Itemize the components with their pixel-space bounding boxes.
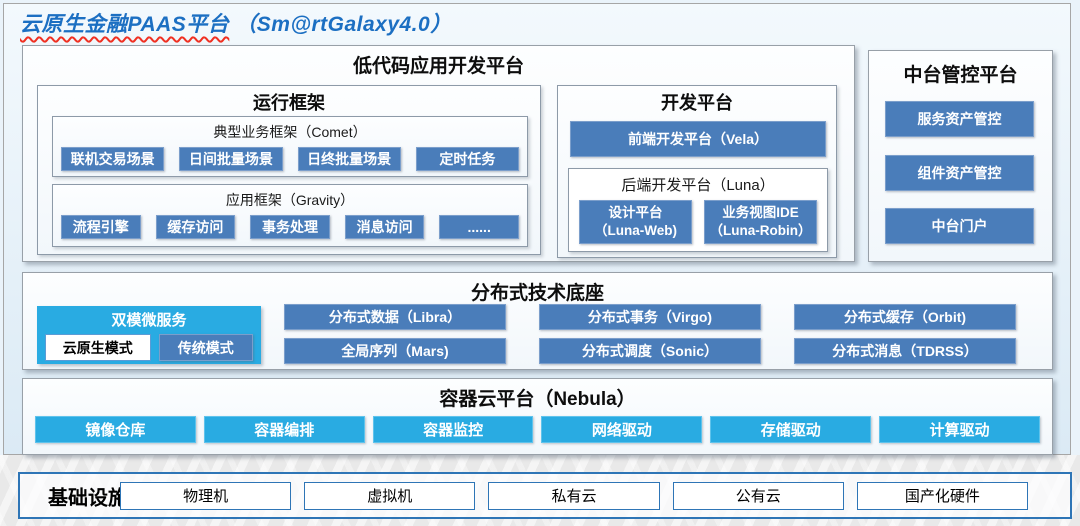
block-private-cloud: 私有云	[488, 481, 660, 510]
luna-robin-line2: （Luna-Robin）	[709, 223, 812, 238]
block-scheduled-task: 定时任务	[415, 147, 519, 171]
dual-mode-row: 云原生模式 传统模式	[37, 330, 261, 361]
block-mid-platform-portal: 中台门户	[885, 208, 1034, 244]
block-component-asset-management: 组件资产管控	[885, 155, 1034, 191]
page-title: 云原生金融PAAS平台（Sm@rtGalaxy4.0）	[20, 8, 452, 38]
runtime-framework-group: 运行框架 典型业务框架（Comet） 联机交易场景 日间批量场景 日终批量场景 …	[37, 85, 541, 255]
dual-mode-title: 双模微服务	[111, 312, 187, 329]
distributed-items-grid: 分布式数据（Libra） 分布式事务（Virgo) 分布式缓存（Orbit) 全…	[284, 304, 1016, 364]
section-infrastructure: 基础设施 物理机 虚拟机 私有云 公有云 国产化硬件	[18, 472, 1072, 519]
block-global-sequence-mars: 全局序列（Mars)	[284, 338, 506, 364]
distributed-base-title: 分布式技术底座	[470, 283, 604, 304]
low-code-platform-title: 低代码应用开发平台	[352, 56, 524, 77]
container-cloud-items-row: 镜像仓库 容器编排 容器监控 网络驱动 存储驱动 计算驱动	[35, 416, 1040, 443]
block-container-monitoring: 容器监控	[372, 416, 534, 443]
block-design-platform-luna-web: 设计平台 （Luna-Web)	[579, 200, 692, 244]
block-end-of-day-batch-scenario: 日终批量场景	[297, 147, 401, 171]
block-process-engine: 流程引擎	[61, 215, 141, 239]
gravity-group-label: 应用框架（Gravity）	[225, 192, 355, 208]
page-title-cn: 云原生金融PAAS平台	[20, 13, 230, 36]
block-container-orchestration: 容器编排	[203, 416, 365, 443]
block-cloud-native-mode: 云原生模式	[45, 334, 151, 361]
block-online-transaction-scenario: 联机交易场景	[61, 147, 165, 171]
block-virtual-machine: 虚拟机	[304, 481, 476, 510]
block-distributed-cache-orbit: 分布式缓存（Orbit)	[794, 304, 1016, 330]
block-intraday-batch-scenario: 日间批量场景	[179, 147, 283, 171]
mid-platform-title: 中台管控平台	[903, 65, 1018, 86]
gravity-items-row: 流程引擎 缓存访问 事务处理 消息访问 ......	[53, 210, 527, 239]
section-low-code-platform: 低代码应用开发平台 运行框架 典型业务框架（Comet） 联机交易场景 日间批量…	[22, 45, 855, 262]
comet-business-framework-group: 典型业务框架（Comet） 联机交易场景 日间批量场景 日终批量场景 定时任务	[52, 116, 528, 177]
section-distributed-tech-base: 分布式技术底座 双模微服务 云原生模式 传统模式 分布式数据（Libra） 分布…	[22, 272, 1053, 370]
block-network-driver: 网络驱动	[541, 416, 703, 443]
comet-group-label: 典型业务框架（Comet）	[213, 124, 367, 140]
runtime-framework-title: 运行框架	[253, 93, 325, 113]
section-mid-platform-management: 中台管控平台 服务资产管控 组件资产管控 中台门户	[868, 50, 1053, 262]
container-cloud-title: 容器云平台（Nebula）	[439, 389, 636, 410]
luna-robin-line1: 业务视图IDE	[722, 205, 799, 221]
dev-platform-group: 开发平台 前端开发平台（Vela） 后端开发平台（Luna） 设计平台 （Lun…	[557, 85, 837, 258]
block-business-view-ide-luna-robin: 业务视图IDE （Luna-Robin）	[704, 200, 817, 244]
block-physical-machine: 物理机	[120, 481, 292, 510]
block-distributed-data-libra: 分布式数据（Libra）	[284, 304, 506, 330]
dual-mode-microservice-group: 双模微服务 云原生模式 传统模式	[37, 306, 261, 364]
page-title-version: （Sm@rtGalaxy4.0）	[235, 13, 452, 36]
luna-group-label: 后端开发平台（Luna）	[621, 177, 775, 194]
gravity-app-framework-group: 应用框架（Gravity） 流程引擎 缓存访问 事务处理 消息访问 ......	[52, 184, 528, 247]
block-service-asset-management: 服务资产管控	[885, 101, 1034, 137]
dev-platform-title: 开发平台	[661, 93, 733, 113]
luna-items-row: 设计平台 （Luna-Web) 业务视图IDE （Luna-Robin）	[569, 195, 827, 244]
block-image-repository: 镜像仓库	[35, 416, 196, 443]
block-distributed-transaction-virgo: 分布式事务（Virgo)	[539, 304, 761, 330]
block-storage-driver: 存储驱动	[710, 416, 872, 443]
block-frontend-dev-platform-vela: 前端开发平台（Vela）	[570, 121, 826, 157]
comet-items-row: 联机交易场景 日间批量场景 日终批量场景 定时任务	[53, 142, 527, 171]
block-ellipsis-more: ......	[439, 215, 519, 239]
block-transaction-processing: 事务处理	[250, 215, 330, 239]
block-domestic-hardware: 国产化硬件	[856, 481, 1029, 510]
block-distributed-scheduling-sonic: 分布式调度（Sonic）	[539, 338, 761, 364]
block-public-cloud: 公有云	[672, 481, 844, 510]
infrastructure-items-row: 物理机 虚拟机 私有云 公有云 国产化硬件	[120, 481, 1029, 510]
block-distributed-message-tdrss: 分布式消息（TDRSS）	[794, 338, 1016, 364]
block-cache-access: 缓存访问	[155, 215, 236, 239]
block-traditional-mode: 传统模式	[158, 334, 253, 361]
luna-web-line1: 设计平台	[608, 205, 663, 221]
section-container-cloud-nebula: 容器云平台（Nebula） 镜像仓库 容器编排 容器监控 网络驱动 存储驱动 计…	[22, 378, 1053, 455]
infrastructure-title: 基础设施	[48, 487, 128, 509]
luna-web-line2: （Luna-Web)	[594, 223, 677, 238]
block-message-access: 消息访问	[344, 215, 425, 239]
block-compute-driver: 计算驱动	[879, 416, 1040, 443]
luna-backend-group: 后端开发平台（Luna） 设计平台 （Luna-Web) 业务视图IDE （Lu…	[568, 168, 828, 252]
